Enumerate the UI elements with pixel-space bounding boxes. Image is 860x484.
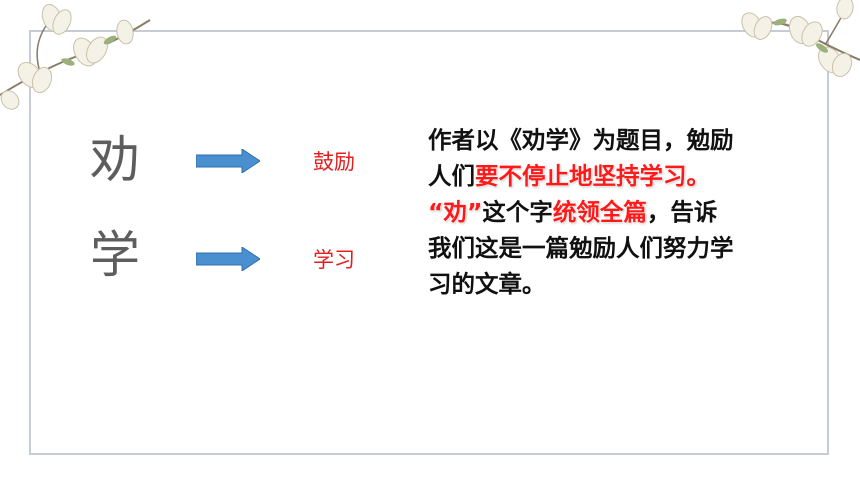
explanation-line-3: “劝”这个字统领全篇，告诉	[428, 194, 808, 230]
highlight-keep-learning: 要不停止地坚持学习。	[475, 162, 710, 190]
explanation-text: 作者以《劝学》为题目，勉励 人们要不停止地坚持学习。 “劝”这个字统领全篇，告诉…	[428, 122, 808, 302]
right-arrow-icon	[196, 149, 260, 173]
magnolia-flower-decoration-left	[0, 3, 151, 110]
right-arrow-icon	[196, 247, 260, 271]
meaning-xue: 学习	[313, 248, 355, 272]
explanation-line-2-prefix: 人们	[428, 162, 475, 190]
highlight-governs-text: 统领全篇	[552, 198, 647, 226]
slide-frame	[29, 30, 829, 455]
character-quan: 劝	[90, 131, 140, 189]
magnolia-flower-decoration-right	[741, 0, 860, 78]
character-xue: 学	[90, 226, 140, 284]
explanation-line-4: 我们这是一篇勉励人们努力学	[428, 234, 734, 262]
explanation-line-2: 人们要不停止地坚持学习。	[428, 158, 808, 194]
explanation-line-3-suffix: ，告诉	[646, 198, 718, 226]
explanation-line-3-mid: 这个字	[482, 198, 553, 226]
explanation-line-5: 习的文章。	[428, 270, 546, 298]
explanation-line-1: 作者以《劝学》为题目，勉励	[428, 126, 734, 154]
meaning-quan: 鼓励	[313, 150, 355, 174]
highlight-quan-quote: “劝”	[428, 198, 483, 226]
